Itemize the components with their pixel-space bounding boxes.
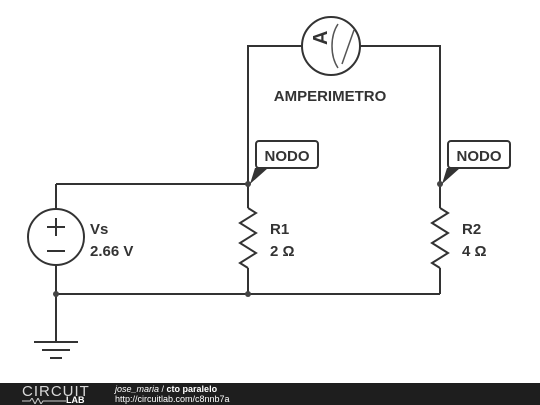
node-label-1[interactable]: NODO: [250, 140, 319, 184]
resistor-r2-icon[interactable]: [430, 207, 450, 269]
source-value: 2.66 V: [90, 243, 133, 260]
junction-dot: [245, 291, 251, 297]
resistor-r1-icon[interactable]: [238, 207, 258, 269]
credit-block: jose_maria / cto paralelo http://circuit…: [115, 384, 230, 404]
ground-icon: [34, 341, 78, 359]
ammeter-label: AMPERIMETRO: [274, 88, 387, 105]
wire-ammeter-right: [360, 45, 441, 184]
junction-dot: [245, 181, 251, 187]
r2-name: R2: [462, 221, 481, 238]
node-label-text: NODO: [457, 148, 502, 165]
schematic-svg: Vs 2.66 V R1 2 Ω R2 4 Ω A AMPERIMETRO NO…: [27, 16, 511, 359]
ammeter-symbol: A: [310, 31, 332, 45]
wire-ammeter-left: [247, 45, 302, 184]
junction-dot: [53, 291, 59, 297]
ammeter-icon[interactable]: A: [301, 16, 361, 76]
author-link[interactable]: jose_maria: [115, 384, 160, 394]
node-label-2[interactable]: NODO: [442, 140, 511, 184]
junction-dot: [437, 181, 443, 187]
circuit-title: cto paralelo: [166, 384, 218, 394]
source-name: Vs: [90, 221, 108, 238]
r2-value: 4 Ω: [462, 243, 487, 260]
circuitlab-logo[interactable]: CIRCUIT: [22, 383, 90, 400]
logo-resistor-icon: [22, 398, 66, 404]
circuit-url[interactable]: http://circuitlab.com/c8nnb7a: [115, 394, 230, 404]
junction-dots: [53, 181, 443, 297]
footer-bar: CIRCUIT LAB jose_maria / cto paralelo ht…: [0, 383, 540, 405]
credit-separator: /: [159, 384, 167, 394]
r1-value: 2 Ω: [270, 243, 295, 260]
node-label-text: NODO: [265, 148, 310, 165]
circuitlab-logo-lab: LAB: [66, 395, 85, 405]
voltage-source-icon[interactable]: [27, 208, 85, 266]
r1-name: R1: [270, 221, 289, 238]
